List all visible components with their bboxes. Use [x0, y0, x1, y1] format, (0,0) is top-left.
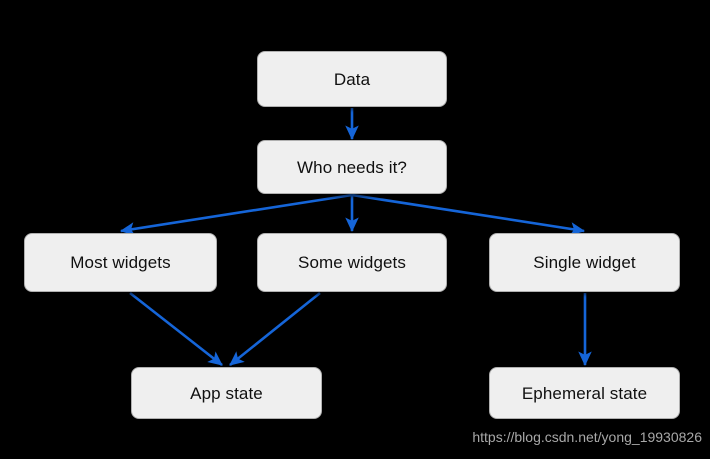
- node-label-data: Data: [333, 69, 371, 89]
- watermark-text: https://blog.csdn.net/yong_19930826: [472, 429, 702, 445]
- node-label-ephemeral_state: Ephemeral state: [521, 383, 648, 403]
- node-single_widget[interactable]: Single widget: [489, 233, 680, 292]
- edge-some_widgets-to-app_state: [229, 291, 321, 367]
- node-some_widgets[interactable]: Some widgets: [257, 233, 447, 292]
- node-label-app_state: App state: [190, 383, 263, 403]
- node-label-who_needs_it: Who needs it?: [297, 157, 407, 177]
- edge-most_widgets-to-app_state: [129, 291, 223, 367]
- node-label-most_widgets: Most widgets: [70, 253, 171, 272]
- node-most_widgets[interactable]: Most widgets: [24, 233, 217, 292]
- node-label-some_widgets: Some widgets: [298, 253, 406, 272]
- edge-who_needs_it-to-most_widgets: [119, 193, 353, 236]
- node-app_state[interactable]: App state: [131, 367, 322, 419]
- node-who_needs_it[interactable]: Who needs it?: [257, 140, 447, 194]
- edge-who_needs_it-to-single_widget: [351, 193, 586, 236]
- node-ephemeral_state[interactable]: Ephemeral state: [489, 367, 680, 419]
- node-label-single_widget: Single widget: [533, 253, 636, 272]
- node-data[interactable]: Data: [257, 51, 447, 107]
